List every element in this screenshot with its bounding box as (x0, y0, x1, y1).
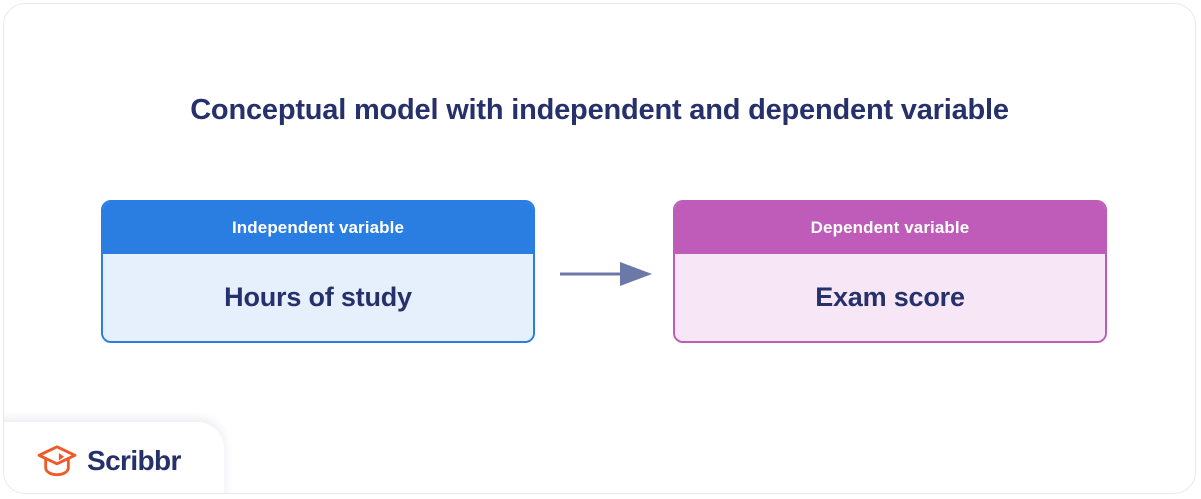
figure-frame: Conceptual model with independent and de… (3, 3, 1196, 494)
node-independent-variable: Independent variable Hours of study (101, 200, 535, 343)
graduation-cap-icon (36, 444, 78, 478)
page-title: Conceptual model with independent and de… (190, 94, 1009, 126)
node-independent-value: Hours of study (103, 254, 533, 341)
node-dependent-value: Exam score (675, 254, 1105, 341)
scribbr-logo: Scribbr (36, 444, 181, 478)
arrow-right-icon (556, 258, 656, 290)
logo-tab: Scribbr (4, 422, 224, 493)
node-dependent-header: Dependent variable (675, 202, 1105, 254)
scribbr-wordmark: Scribbr (87, 445, 181, 476)
node-independent-header: Independent variable (103, 202, 533, 254)
node-dependent-variable: Dependent variable Exam score (673, 200, 1107, 343)
